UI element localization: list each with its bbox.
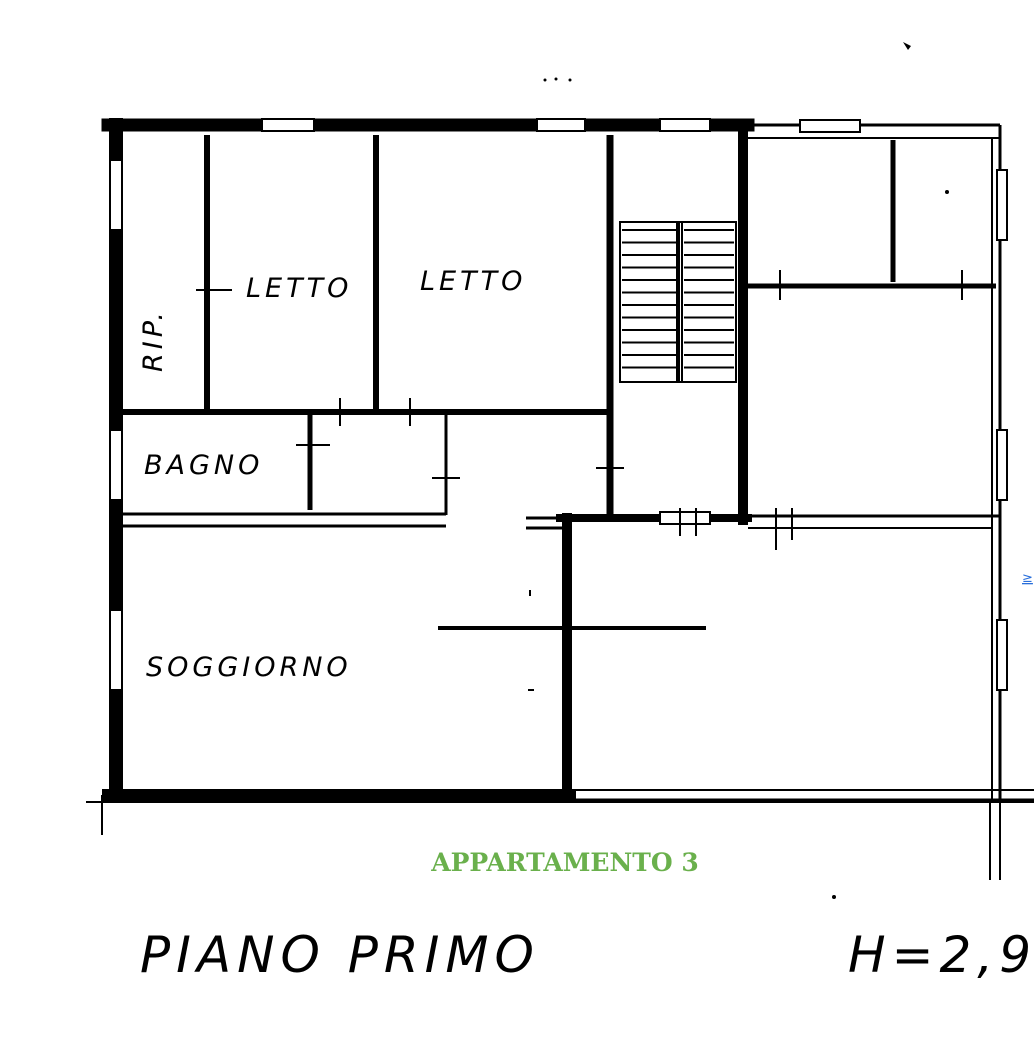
room-label-soggiorno: SOGGIORNO [146, 652, 352, 683]
edge-link-mark[interactable]: ≥ [1022, 571, 1033, 586]
windows [109, 118, 711, 691]
room-label-rip: RIP. [138, 308, 169, 372]
room-label-letto-2: LETTO [420, 266, 526, 297]
stair-steps [622, 229, 734, 369]
scan-marks [543, 42, 949, 899]
room-labels: RIP. LETTO LETTO BAGNO SOGGIORNO [138, 266, 526, 683]
room-label-bagno: BAGNO [144, 450, 263, 481]
neighbour-walls [86, 119, 1034, 880]
apartment-title: APPARTAMENTO 3 [430, 848, 699, 877]
door-ticks [196, 270, 963, 691]
staircase [619, 221, 737, 383]
floor-label: PIANO PRIMO [140, 926, 540, 984]
interior-walls [122, 135, 706, 630]
height-label: H=2,9 [848, 926, 1034, 984]
room-label-letto-1: LETTO [246, 273, 352, 304]
